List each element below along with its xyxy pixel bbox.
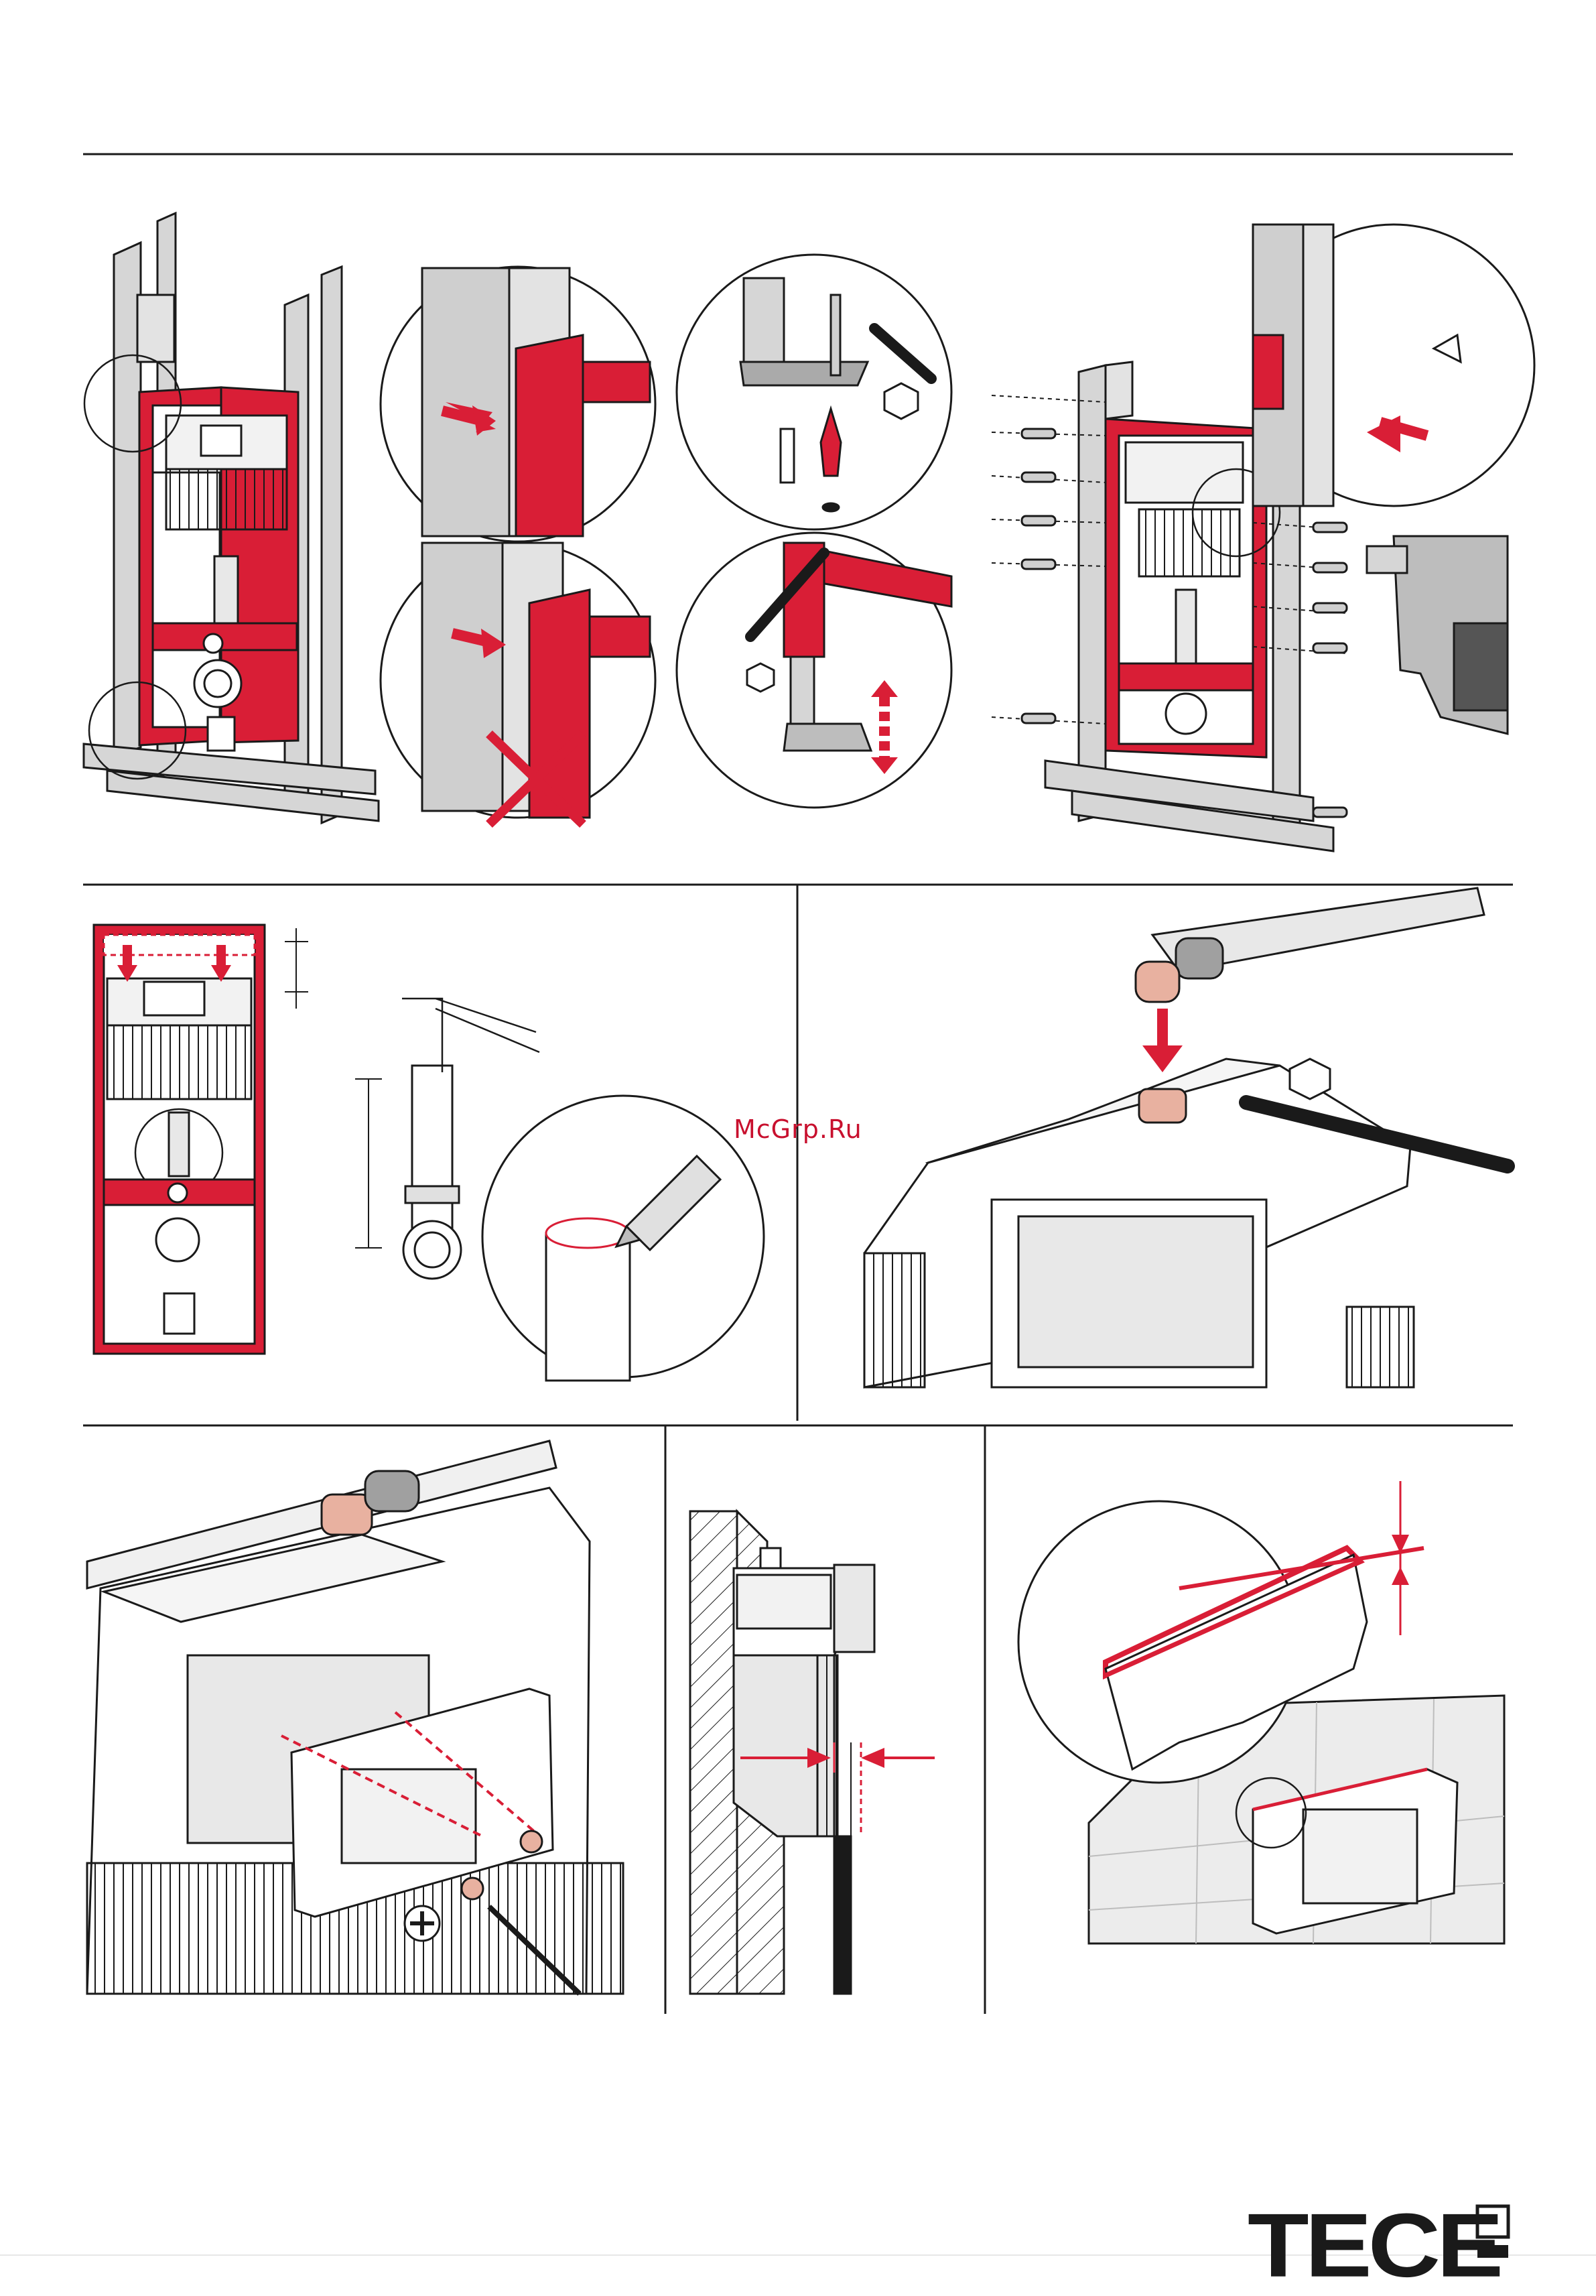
panel-zoom-alignment (381, 267, 655, 824)
brand-logo: TECE (1248, 2206, 1500, 2284)
panel-connect-water-supply (864, 888, 1508, 1387)
watermark: McGrp.Ru (734, 1114, 862, 1144)
brand-name: TECE (1248, 2200, 1500, 2291)
panel-drill-and-screw-frame (992, 225, 1534, 851)
panel-tile-finish-detail (1018, 1481, 1504, 1943)
panel-cut-drain-pipe (94, 925, 764, 1381)
dimension-icon (285, 928, 308, 1009)
hex-nut-icon (1290, 1059, 1330, 1099)
panel-frame-wall-alignment (84, 213, 379, 823)
panel-install-protection-box (87, 1441, 623, 1994)
dimension-icon (1392, 1481, 1409, 1635)
arrow-icon (1142, 1045, 1183, 1072)
hex-nut-icon (884, 383, 918, 419)
panel-anchor-and-adjust-feet (677, 255, 951, 808)
panel-wall-depth-section (690, 1511, 935, 1994)
